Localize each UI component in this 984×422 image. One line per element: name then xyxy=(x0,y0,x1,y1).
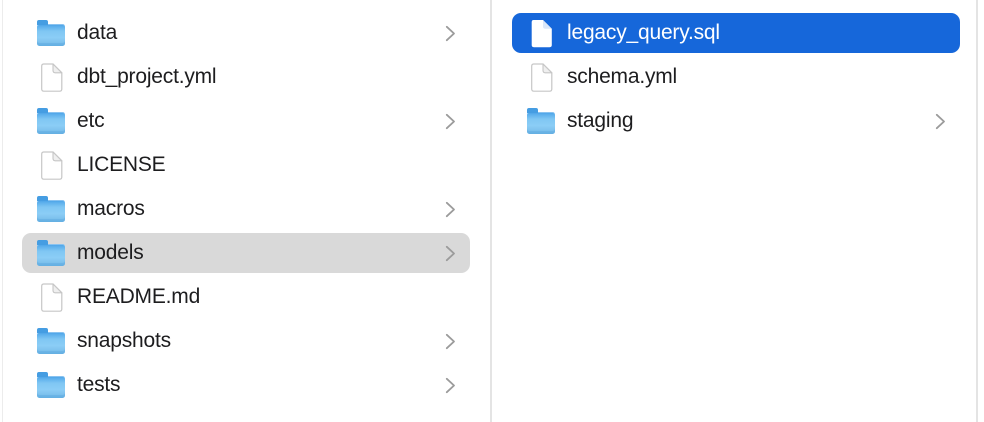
list-item-schema-yml[interactable]: schema.yml xyxy=(512,57,960,97)
chevron-right-icon xyxy=(445,333,456,350)
document-icon xyxy=(36,281,66,313)
column-divider[interactable] xyxy=(490,0,492,422)
folder-icon xyxy=(36,325,66,357)
item-label: schema.yml xyxy=(567,65,678,88)
folder-icon xyxy=(36,237,66,269)
item-label: snapshots xyxy=(77,329,171,352)
chevron-right-icon xyxy=(935,113,946,130)
folder-icon xyxy=(36,17,66,49)
item-label: staging xyxy=(567,109,634,132)
folder-icon xyxy=(36,193,66,225)
folder-icon xyxy=(36,369,66,401)
list-item-legacy-query-sql[interactable]: legacy_query.sql xyxy=(512,13,960,53)
item-label: dbt_project.yml xyxy=(77,65,217,88)
document-icon xyxy=(526,17,556,49)
list-item-macros[interactable]: macros xyxy=(22,189,470,229)
chevron-right-icon xyxy=(445,245,456,262)
item-label: legacy_query.sql xyxy=(567,21,720,44)
list-item-license[interactable]: LICENSE xyxy=(22,145,470,185)
list-item-models[interactable]: models xyxy=(22,233,470,273)
document-icon xyxy=(36,61,66,93)
list-item-snapshots[interactable]: snapshots xyxy=(22,321,470,361)
window-left-edge xyxy=(2,0,3,422)
chevron-right-icon xyxy=(445,377,456,394)
list-item-etc[interactable]: etc xyxy=(22,101,470,141)
list-item-staging[interactable]: staging xyxy=(512,101,960,141)
chevron-right-icon xyxy=(445,113,456,130)
folder-icon xyxy=(526,105,556,137)
chevron-right-icon xyxy=(445,201,456,218)
document-icon xyxy=(36,149,66,181)
list-item-tests[interactable]: tests xyxy=(22,365,470,405)
item-label: etc xyxy=(77,109,105,132)
list-item-data[interactable]: data xyxy=(22,13,470,53)
item-label: tests xyxy=(77,373,121,396)
item-label: macros xyxy=(77,197,145,220)
item-label: data xyxy=(77,21,118,44)
column-right-edge xyxy=(976,0,978,422)
folder-icon xyxy=(36,105,66,137)
list-item-dbt-project-yml[interactable]: dbt_project.yml xyxy=(22,57,470,97)
chevron-right-icon xyxy=(445,25,456,42)
document-icon xyxy=(526,61,556,93)
item-label: README.md xyxy=(77,285,201,308)
item-label: LICENSE xyxy=(77,153,166,176)
column-right: legacy_query.sql schema.yml staging xyxy=(492,0,976,422)
list-item-readme-md[interactable]: README.md xyxy=(22,277,470,317)
item-label: models xyxy=(77,241,144,264)
